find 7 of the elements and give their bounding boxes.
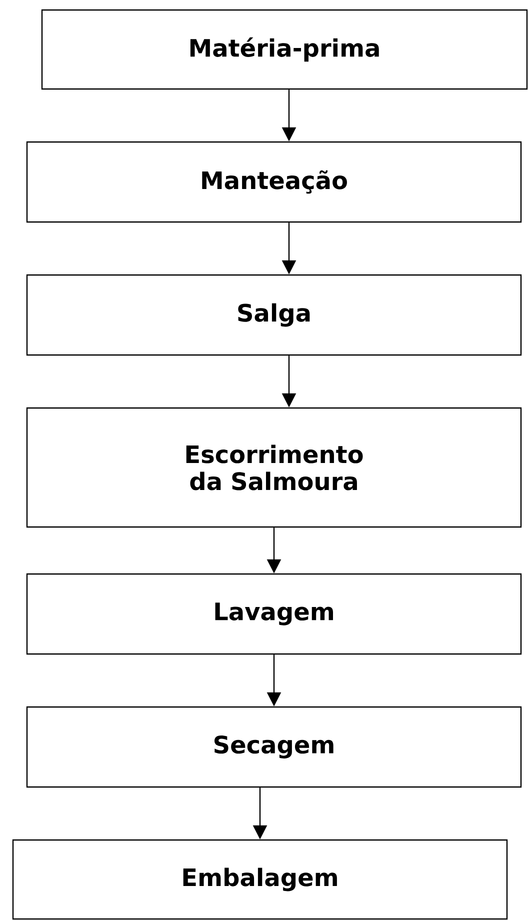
process-box: Salga	[26, 274, 522, 356]
process-box: Escorrimento da Salmoura	[26, 407, 522, 528]
process-box: Secagem	[26, 706, 522, 788]
process-box: Lavagem	[26, 573, 522, 655]
process-box: Matéria-prima	[41, 9, 528, 90]
process-box: Manteação	[26, 141, 522, 223]
process-box: Embalagem	[12, 839, 508, 920]
